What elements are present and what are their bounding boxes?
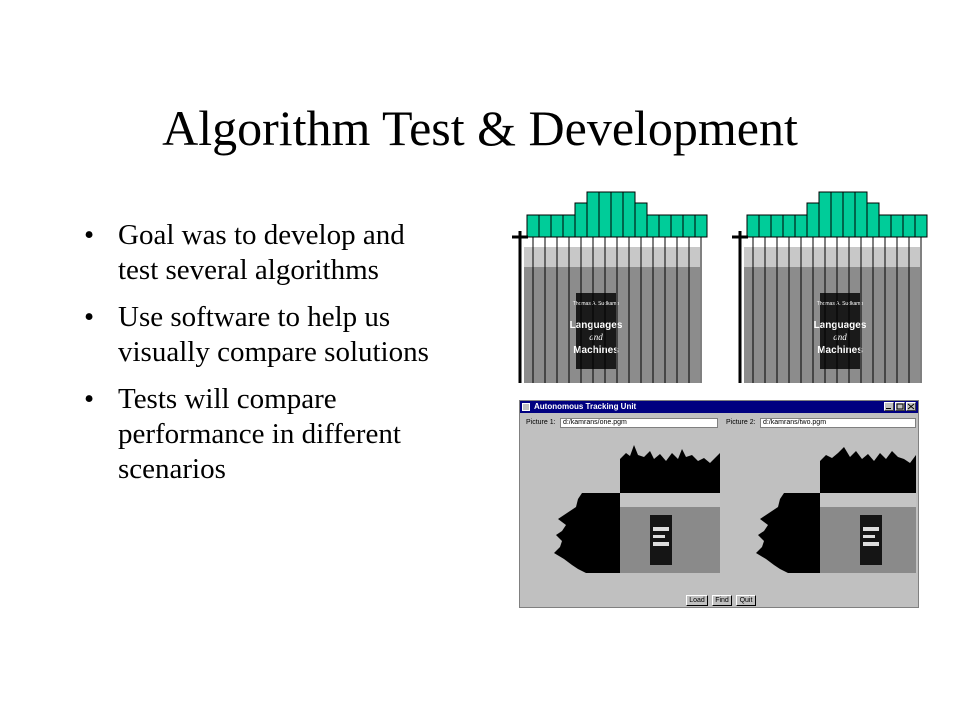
axis-marker	[512, 231, 528, 383]
histogram-bar	[758, 214, 772, 238]
histogram-bar	[622, 191, 636, 238]
histogram-bar	[658, 214, 672, 238]
histogram-bar	[830, 191, 844, 238]
bullet-marker: •	[84, 219, 95, 251]
histogram-bar	[646, 214, 660, 238]
book-title-line: Machines	[573, 345, 619, 356]
picture2-label: Picture 2:	[726, 419, 756, 426]
book-title-line: Languages	[570, 320, 623, 331]
histogram-bar	[610, 191, 624, 238]
row-histogram-panel-2	[750, 493, 820, 573]
book-header-text: Thomas A. Sudkamp	[817, 301, 864, 307]
histogram-bar	[550, 214, 564, 238]
column-histogram-1	[620, 445, 720, 493]
maximize-icon	[896, 403, 904, 410]
histogram-bar	[794, 214, 808, 238]
histogram-bar	[526, 214, 540, 238]
image-panel-2	[820, 493, 916, 573]
column-histogram-panel-2	[820, 439, 916, 493]
histogram-bar	[562, 214, 576, 238]
image-panel-1	[620, 493, 720, 573]
quit-button[interactable]: Quit	[736, 595, 756, 606]
book-cover	[576, 293, 616, 369]
histogram-bar	[538, 214, 552, 238]
histogram-bar	[806, 202, 820, 238]
app-system-icon[interactable]	[522, 403, 530, 411]
photo-highlight	[524, 247, 700, 267]
row-histogram-panel-1	[550, 493, 620, 573]
histogram-bar	[634, 202, 648, 238]
row-histogram-1	[554, 493, 620, 573]
histogram-svg-left: Thomas A. Sudkamp Languages and Machines	[512, 191, 708, 383]
histogram-bar	[878, 214, 892, 238]
histogram-bar	[902, 214, 916, 238]
bullet-item: • Tests will compare performance in diff…	[84, 382, 434, 487]
histogram-bar	[890, 214, 904, 238]
histogram-bar	[854, 191, 868, 238]
picture1-label: Picture 1:	[526, 419, 556, 426]
close-icon	[907, 403, 915, 410]
bullet-item: • Use software to help us visually compa…	[84, 300, 434, 370]
bullet-marker: •	[84, 383, 95, 415]
column-dividers	[752, 237, 922, 383]
find-button[interactable]: Find	[712, 595, 732, 606]
histogram-bar	[586, 191, 600, 238]
histogram-bar	[866, 202, 880, 238]
column-histogram-panel-1	[620, 439, 720, 493]
app-titlebar[interactable]: Autonomous Tracking Unit	[520, 401, 918, 413]
slide-title: Algorithm Test & Development	[162, 100, 798, 156]
book-title-line: and	[833, 332, 847, 342]
close-button[interactable]	[906, 402, 916, 411]
image-view-2	[820, 493, 916, 565]
histogram-bars	[526, 191, 708, 238]
bullet-marker: •	[84, 301, 95, 333]
app-title: Autonomous Tracking Unit	[534, 402, 637, 411]
picture2-input[interactable]: d:/kamrans/two.pgm	[760, 418, 916, 428]
bullet-item: • Goal was to develop and test several a…	[84, 218, 434, 288]
histogram-bar	[770, 214, 784, 238]
photo-highlight	[744, 247, 920, 267]
histogram-figure-left: Thomas A. Sudkamp Languages and Machines	[510, 185, 720, 385]
maximize-button[interactable]	[895, 402, 905, 411]
histogram-bar	[914, 214, 928, 238]
histogram-figure-right: Thomas A. Sudkamp Languages and Machines	[730, 185, 940, 385]
histogram-bar	[574, 202, 588, 238]
column-dividers	[532, 237, 702, 383]
histogram-bar	[598, 191, 612, 238]
picture1-input[interactable]: d:/kamrans/one.pgm	[560, 418, 718, 428]
row-histogram-2	[756, 493, 820, 573]
image-view-1	[620, 493, 720, 565]
bullet-list: • Goal was to develop and test several a…	[84, 218, 434, 499]
histogram-bar	[682, 214, 696, 238]
minimize-button[interactable]	[884, 402, 894, 411]
book-cover	[820, 293, 860, 369]
axis-marker	[732, 231, 748, 383]
histogram-bar	[842, 191, 856, 238]
app-window: Autonomous Tracking Unit Picture 1: d:/k…	[519, 400, 919, 608]
bullet-text: Goal was to develop and test several alg…	[118, 219, 405, 286]
book-title-line: Languages	[814, 320, 867, 331]
book-title-line: and	[589, 332, 603, 342]
book-title-line: Machines	[817, 345, 863, 356]
book-header-text: Thomas A. Sudkamp	[573, 301, 620, 307]
bullet-text: Use software to help us visually compare…	[118, 301, 429, 368]
histogram-svg-right: Thomas A. Sudkamp Languages and Machines	[732, 191, 928, 383]
histogram-bar	[818, 191, 832, 238]
histogram-bars	[746, 191, 928, 238]
histogram-bar	[670, 214, 684, 238]
histogram-bar	[694, 214, 708, 238]
column-histogram-2	[820, 447, 916, 493]
load-button[interactable]: Load	[686, 595, 708, 606]
histogram-bar	[746, 214, 760, 238]
bullet-text: Tests will compare performance in differ…	[118, 383, 401, 485]
minimize-icon	[886, 408, 891, 409]
window-controls	[884, 402, 916, 411]
histogram-bar	[782, 214, 796, 238]
